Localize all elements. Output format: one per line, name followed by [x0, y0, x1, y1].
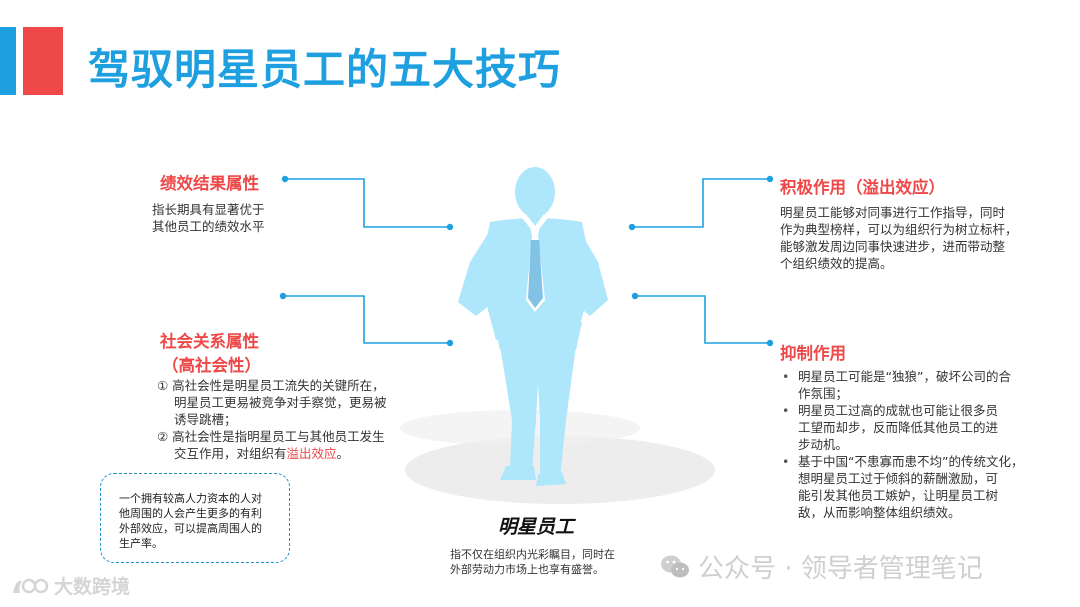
text-line: 外部劳动力市场上也享有盛誉。	[450, 562, 630, 577]
text-line: 能够激发周边同事快速进步，进而带动整	[780, 238, 1040, 255]
list-item: 明星员工可能是“独狼”，破坏公司的合 作氛围；	[778, 368, 1048, 402]
list-item: 明星员工过高的成就也可能让很多员 工望而却步，反而降低其他员工的进 步动机。	[778, 402, 1048, 453]
text-line: 步动机。	[798, 436, 1048, 453]
text-line: 作氛围；	[798, 385, 1048, 402]
callout-box: 一个拥有较高人力资本的人对 他周围的人会产生更多的有利 外部效应，可以提高周围人…	[100, 473, 290, 563]
right-bottom-list: 明星员工可能是“独狼”，破坏公司的合 作氛围； 明星员工过高的成就也可能让很多员…	[778, 368, 1048, 521]
connector-dot	[447, 340, 453, 346]
heading-line: 社会关系属性	[160, 328, 261, 352]
text-line: 明星员工可能是“独狼”，破坏公司的合	[798, 368, 1048, 385]
text-line: ① 高社会性是明星员工流失的关键所在，	[157, 377, 417, 394]
text-line: 个组织绩效的提高。	[780, 255, 1040, 272]
right-top-heading: 积极作用（溢出效应）	[780, 174, 945, 198]
text-line: 一个拥有较高人力资本的人对	[119, 491, 277, 506]
text-line: 诱导跳槽；	[157, 411, 417, 428]
connector-dot	[632, 293, 638, 299]
text-line: 其他员工的绩效水平	[152, 218, 302, 235]
watermark-text: 大数跨境	[54, 572, 130, 599]
text-line: 交互作用，对组织有溢出效应。	[157, 445, 417, 462]
text-line: 想明星员工过于倾斜的薪酬激励，可	[798, 470, 1048, 487]
heading-line: （高社会性）	[162, 352, 261, 376]
left-bottom-heading: 社会关系属性 （高社会性）	[160, 328, 261, 376]
wechat-watermark: 公众号 · 领导者管理笔记	[660, 548, 983, 585]
right-top-text: 明星员工能够对同事进行工作指导，同时 作为典型榜样，可以为组织行为树立标杆， 能…	[780, 204, 1040, 272]
text-segment: 交互作用，对组织有	[174, 446, 287, 461]
text-line: 作为典型榜样，可以为组织行为树立标杆，	[780, 221, 1040, 238]
watermark-text: 公众号 · 领导者管理笔记	[698, 548, 983, 585]
text-line: 明星员工更易被竞争对手察觉，更易被	[157, 394, 417, 411]
text-line: 指长期具有显著优于	[152, 201, 302, 218]
text-line: 指不仅在组织内光彩瞩目，同时在	[450, 547, 630, 562]
center-label: 明星员工	[498, 512, 574, 539]
text-line: 敌，从而影响整体组织绩效。	[798, 504, 1048, 521]
center-description: 指不仅在组织内光彩瞩目，同时在 外部劳动力市场上也享有盛誉。	[450, 547, 630, 577]
text-line: 明星员工能够对同事进行工作指导，同时	[780, 204, 1040, 221]
connector-dot	[282, 176, 288, 182]
connector-dot	[447, 224, 453, 230]
text-line: 工望而却步，反而降低其他员工的进	[798, 419, 1048, 436]
brand-logo-icon	[10, 575, 50, 597]
left-bottom-text: ① 高社会性是明星员工流失的关键所在， 明星员工更易被竞争对手察觉，更易被 诱导…	[157, 377, 417, 462]
text-line: 基于中国“不患寡而患不均”的传统文化，	[798, 453, 1048, 470]
connector-dot	[767, 176, 773, 182]
text-line: ② 高社会性是指明星员工与其他员工发生	[157, 428, 417, 445]
wechat-icon	[660, 554, 690, 580]
text-line: 他周围的人会产生更多的有利	[119, 506, 277, 521]
connector-dot	[767, 340, 773, 346]
text-line: 能引发其他员工嫉妒，让明星员工树	[798, 487, 1048, 504]
text-segment: 。	[337, 446, 350, 461]
text-line: 明星员工过高的成就也可能让很多员	[798, 402, 1048, 419]
connector-dot	[280, 293, 286, 299]
text-line: 外部效应，可以提高周围人的	[119, 521, 277, 536]
connector-dot	[629, 224, 635, 230]
right-bottom-heading: 抑制作用	[780, 340, 846, 364]
highlight-text: 溢出效应	[287, 446, 337, 461]
list-item: 基于中国“不患寡而患不均”的传统文化， 想明星员工过于倾斜的薪酬激励，可 能引发…	[778, 453, 1048, 521]
left-top-text: 指长期具有显著优于 其他员工的绩效水平	[152, 201, 302, 235]
brand-watermark: 大数跨境	[10, 572, 130, 599]
text-line: 生产率。	[119, 536, 277, 551]
left-top-heading: 绩效结果属性	[160, 170, 259, 194]
